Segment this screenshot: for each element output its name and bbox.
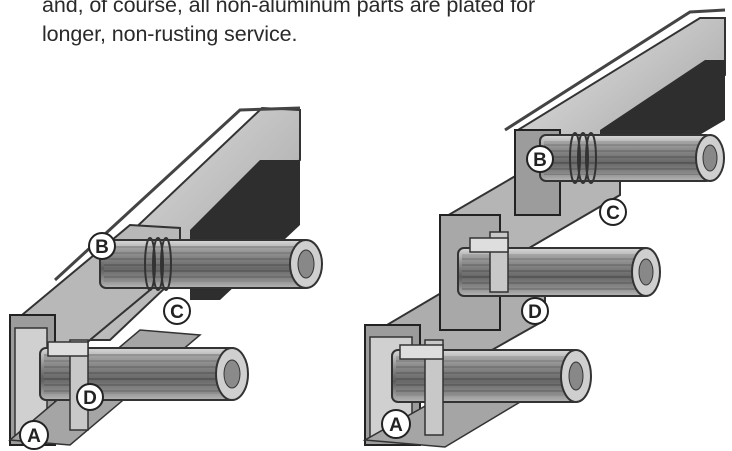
right-track-illustration bbox=[362, 8, 726, 448]
right-callout-b-label: B bbox=[533, 150, 547, 171]
right-callout-a: A bbox=[381, 409, 411, 439]
left-callout-d-label: D bbox=[83, 388, 97, 409]
caption-text: and, of course, all non-aluminum parts a… bbox=[42, 0, 682, 49]
right-callout-c-label: C bbox=[606, 203, 620, 224]
right-callout-d: D bbox=[521, 297, 549, 325]
left-callout-b: B bbox=[88, 232, 116, 260]
caption-line-2: longer, non-rusting service. bbox=[42, 22, 298, 46]
right-callout-a-label: A bbox=[389, 415, 403, 436]
left-callout-d: D bbox=[76, 383, 104, 411]
left-callout-a-label: A bbox=[27, 426, 41, 447]
right-callout-c: C bbox=[599, 198, 627, 226]
left-callout-c: C bbox=[163, 297, 191, 325]
caption-line-1: and, of course, all non-aluminum parts a… bbox=[42, 0, 536, 17]
left-callout-c-label: C bbox=[170, 302, 184, 323]
left-track-illustration bbox=[8, 106, 323, 446]
left-callout-a: A bbox=[19, 420, 49, 450]
right-callout-d-label: D bbox=[528, 302, 542, 323]
right-callout-b: B bbox=[526, 145, 554, 173]
left-callout-b-label: B bbox=[95, 237, 109, 258]
